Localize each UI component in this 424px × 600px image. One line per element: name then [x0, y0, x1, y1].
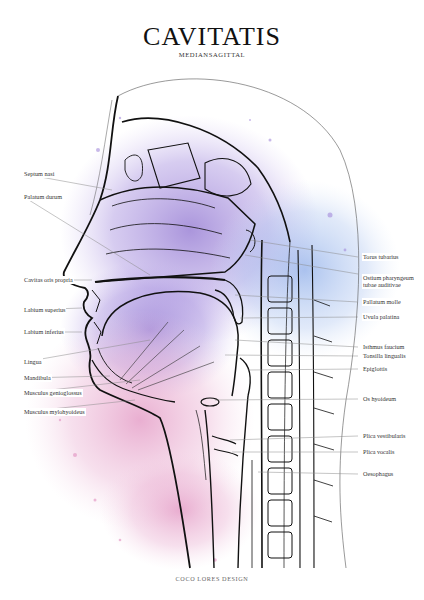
- part-label: Mandibula: [23, 374, 52, 381]
- part-label: MEDIANSAGITTAL: [178, 51, 246, 59]
- part-label: Torus tubarius: [362, 253, 399, 260]
- part-label: Uvula palatina: [362, 313, 400, 320]
- part-label: Pallatum molle: [362, 298, 402, 305]
- part-label: Lingua: [23, 358, 43, 365]
- part-label: COCO LORES DESIGN: [175, 575, 250, 582]
- part-label: Labium inferius: [23, 328, 65, 335]
- part-label: Cavitas oris propria: [23, 276, 74, 283]
- part-label: Oesophagus: [362, 470, 394, 477]
- part-label: Epiglottis: [362, 365, 388, 372]
- part-label: Ostium pharyngeum tubae auditivae: [362, 274, 420, 289]
- part-label: Plica vocalis: [362, 448, 395, 455]
- part-label: Musculus mylohyoideus: [23, 408, 86, 415]
- part-label: Palatum durum: [23, 193, 63, 200]
- part-label: Tonsilla lingualis: [362, 352, 407, 359]
- part-label: Musculus genioglossus: [23, 389, 83, 396]
- part-label: Plica vestibularis: [362, 432, 406, 439]
- part-label: Os hyoideum: [362, 395, 397, 402]
- part-label: Septum nasi: [23, 170, 55, 177]
- title: CAVITATIS: [143, 22, 281, 52]
- part-label: Isthmus faucium: [362, 343, 405, 350]
- part-label: Labium superius: [23, 306, 66, 313]
